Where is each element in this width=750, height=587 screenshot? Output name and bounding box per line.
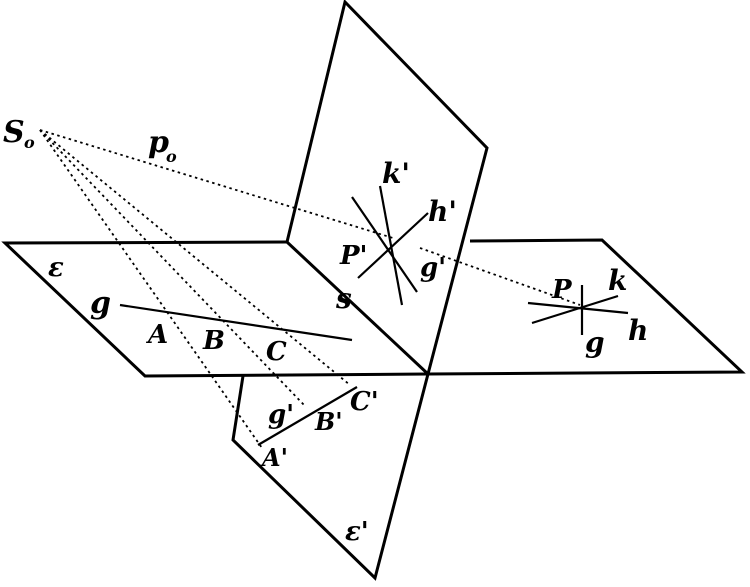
line-g [119,303,353,342]
label-B-prime: B' [314,407,343,436]
line-s [285,240,430,376]
label-S0-sub: o [24,133,35,152]
ray-to-B [39,129,306,407]
pencil-at-P [527,285,629,335]
label-P-prime: P' [339,241,368,271]
label-h: h [628,314,648,347]
label-s: s [335,282,352,315]
label-A: A [145,320,168,350]
label-B: B [202,326,225,356]
label-p0: p [148,125,169,160]
label-g-prime-lower: g' [268,400,294,430]
line-k-prime [378,185,404,306]
label-epsilon: ε [48,253,64,283]
pencil-at-P-prime [351,185,429,306]
label-g-prime-upper: g' [420,253,446,283]
plane-epsilon-prime-lower [231,373,430,581]
line-g-prime-lower [257,386,358,446]
line-h [527,301,629,315]
label-C-prime: C' [350,387,379,417]
label-P: P [551,275,573,305]
label-g: g [90,286,111,321]
label-g-right: g [585,326,605,359]
line-g-prime-upper [351,196,418,293]
plane-epsilon-prime-upper [285,0,489,375]
label-k: k [608,264,627,297]
line-h-prime [357,212,429,279]
label-h-prime: h' [428,195,457,228]
label-A-prime: A' [260,443,288,472]
projection-rays [39,129,581,449]
label-k-prime: k' [382,157,410,190]
label-epsilon-prime: ε' [345,517,369,547]
label-C: C [266,337,287,367]
label-S0: S [3,115,25,150]
ray-p0-continued [419,247,581,306]
line-k [531,294,619,325]
plane-epsilon-right [427,238,746,376]
ray-p0 [39,129,394,239]
ray-to-C [39,129,351,386]
ray-to-A [39,129,263,449]
plane-epsilon-left [1,240,429,378]
label-p0-sub: o [166,147,177,166]
